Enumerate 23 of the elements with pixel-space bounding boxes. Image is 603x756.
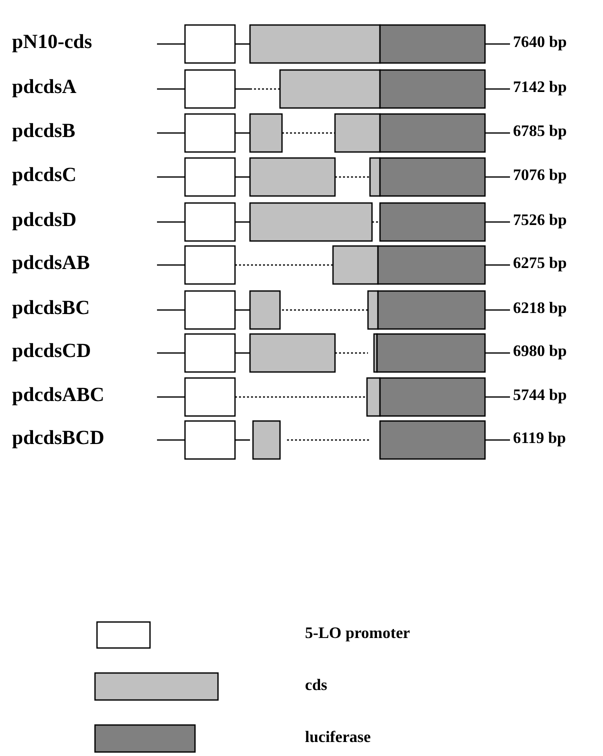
construct-name: pdcdsAB xyxy=(12,252,90,275)
size-label: 7526 bp xyxy=(513,212,567,230)
construct-name: pN10-cds xyxy=(12,31,92,54)
construct-name: pdcdsCD xyxy=(12,340,91,363)
size-label: 6218 bp xyxy=(513,300,567,318)
construct-name: pdcdsD xyxy=(12,209,76,232)
size-label: 7076 bp xyxy=(513,167,567,185)
size-label: 6119 bp xyxy=(513,430,566,448)
construct-name: pdcdsBC xyxy=(12,297,90,320)
size-label: 5744 bp xyxy=(513,387,567,405)
construct-name: pdcdsC xyxy=(12,164,76,187)
size-label: 7142 bp xyxy=(513,79,567,97)
legend-label: 5-LO promoter xyxy=(305,625,410,643)
size-label: 6275 bp xyxy=(513,255,567,273)
construct-name: pdcdsB xyxy=(12,120,76,143)
size-label: 7640 bp xyxy=(513,34,567,52)
size-label: 6785 bp xyxy=(513,123,567,141)
legend-label: luciferase xyxy=(305,728,371,746)
legend-label: cds xyxy=(305,676,328,694)
construct-name: pdcdsA xyxy=(12,76,76,99)
size-label: 6980 bp xyxy=(513,343,567,361)
construct-name: pdcdsABC xyxy=(12,384,104,407)
construct-name: pdcdsBCD xyxy=(12,427,104,450)
